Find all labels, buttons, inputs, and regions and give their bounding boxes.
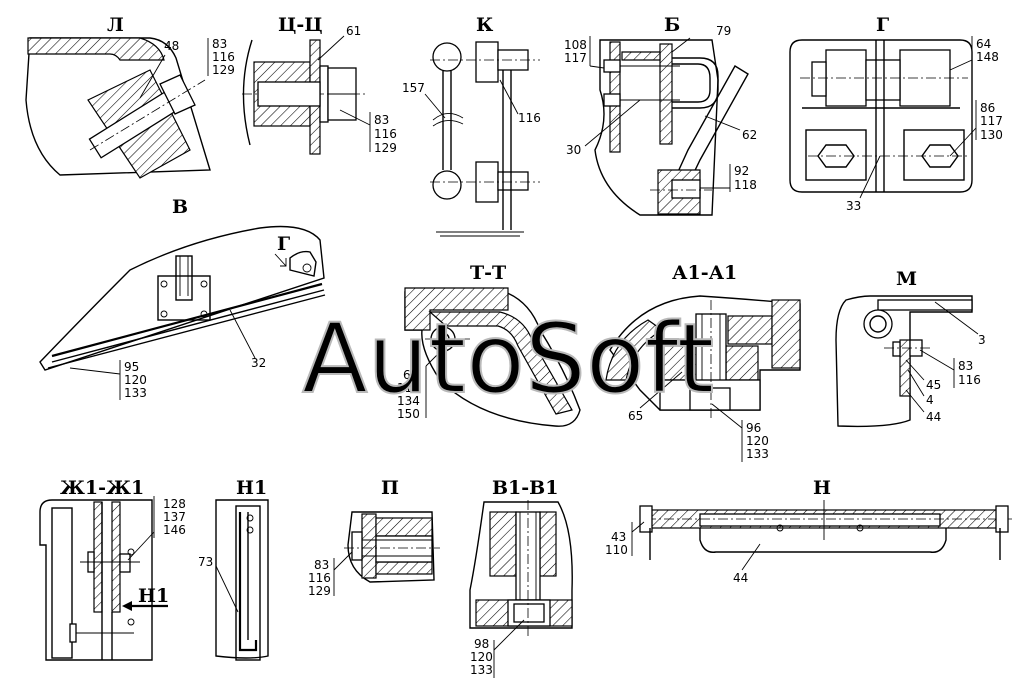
view-l-label-1: 83 bbox=[212, 37, 227, 51]
view-g-label-3: 117 bbox=[980, 114, 1003, 128]
view-p: П 83 116 129 bbox=[308, 477, 440, 598]
view-p-label-0: 83 bbox=[314, 558, 329, 572]
view-n: Н 43 110 44 bbox=[605, 477, 1012, 585]
view-v1-label-0: 98 bbox=[474, 637, 489, 651]
view-l-title: Л bbox=[107, 14, 124, 36]
view-a1: А1-А1 65 96 120 133 bbox=[605, 262, 801, 462]
view-m-label-0: 3 bbox=[978, 333, 986, 347]
view-k-label-0: 157 bbox=[402, 81, 425, 95]
view-v-pointer-g: Г bbox=[277, 233, 290, 255]
view-zh1-title: Ж1-Ж1 bbox=[60, 477, 144, 499]
view-n1: Н1 73 bbox=[198, 477, 269, 661]
view-a1-label-2: 120 bbox=[746, 434, 769, 448]
view-v-label-0: 32 bbox=[251, 356, 266, 370]
view-v-title: В bbox=[172, 196, 188, 218]
view-a1-label-0: 65 bbox=[628, 409, 643, 423]
view-cc-label-2: 116 bbox=[374, 127, 397, 141]
view-a1-label-1: 96 bbox=[746, 421, 761, 435]
view-v: В Г 32 95 120 133 bbox=[39, 196, 326, 400]
view-m-label-2: 116 bbox=[958, 373, 981, 387]
view-v-label-1: 95 bbox=[124, 360, 139, 374]
view-m-title: М bbox=[896, 268, 917, 290]
view-k-title: К bbox=[476, 14, 494, 36]
view-cc-label-1: 83 bbox=[374, 113, 389, 127]
view-cc: Ц-Ц 61 83 116 129 bbox=[242, 14, 397, 155]
view-tt-label-2: 134 bbox=[397, 394, 420, 408]
view-v1-label-1: 120 bbox=[470, 650, 493, 664]
view-n-label-1: 110 bbox=[605, 543, 628, 557]
view-zh1-pointer-n1: Н1 bbox=[138, 585, 169, 607]
view-v1-title: В1-В1 bbox=[492, 477, 558, 499]
view-n-title: Н bbox=[813, 477, 831, 499]
view-l-label-0: 48 bbox=[164, 39, 179, 53]
view-cc-label-0: 61 bbox=[346, 24, 361, 38]
view-zh1-label-2: 146 bbox=[163, 523, 186, 537]
view-n-label-2: 44 bbox=[733, 571, 748, 585]
view-a1-title: А1-А1 bbox=[672, 262, 737, 284]
view-m: М 3 83 116 45 4 44 bbox=[835, 268, 986, 428]
view-n1-label-0: 73 bbox=[198, 555, 213, 569]
view-l-label-2: 116 bbox=[212, 50, 235, 64]
view-zh1: Ж1-Ж1 128 137 146 Н1 bbox=[39, 477, 186, 661]
view-zh1-label-1: 137 bbox=[163, 510, 186, 524]
view-b-label-6: 118 bbox=[734, 178, 757, 192]
view-l: Л 48 83 116 129 bbox=[25, 14, 235, 179]
view-n-label-0: 43 bbox=[611, 530, 626, 544]
view-v1-label-2: 133 bbox=[470, 663, 493, 677]
view-g-label-4: 130 bbox=[980, 128, 1003, 142]
view-b-title: Б bbox=[664, 14, 680, 36]
view-p-label-2: 129 bbox=[308, 584, 331, 598]
view-k-label-1: 116 bbox=[518, 111, 541, 125]
view-g-label-5: 33 bbox=[846, 199, 861, 213]
view-tt-label-1: 112 bbox=[397, 381, 420, 395]
view-p-title: П bbox=[381, 477, 399, 499]
watermark: AutoSoft bbox=[302, 303, 714, 415]
view-m-label-4: 4 bbox=[926, 393, 934, 407]
view-p-label-1: 116 bbox=[308, 571, 331, 585]
view-m-label-5: 44 bbox=[926, 410, 941, 424]
view-b-label-3: 30 bbox=[566, 143, 581, 157]
view-n1-title: Н1 bbox=[236, 477, 267, 499]
view-b-label-5: 92 bbox=[734, 164, 749, 178]
view-b-label-4: 62 bbox=[742, 128, 757, 142]
view-l-label-3: 129 bbox=[212, 63, 235, 77]
view-g: Г 64 148 86 117 130 33 bbox=[789, 14, 1003, 213]
view-b-label-0: 79 bbox=[716, 24, 731, 38]
view-b: Б 79 108 117 30 62 92 118 bbox=[564, 14, 757, 216]
view-cc-title: Ц-Ц bbox=[278, 14, 323, 36]
view-v-label-3: 133 bbox=[124, 386, 147, 400]
view-tt-label-3: 150 bbox=[397, 407, 420, 421]
view-v1: В1-В1 98 120 133 bbox=[469, 477, 573, 678]
view-m-label-3: 45 bbox=[926, 378, 941, 392]
view-v-label-2: 120 bbox=[124, 373, 147, 387]
view-b-label-1: 108 bbox=[564, 38, 587, 52]
view-g-label-1: 148 bbox=[976, 50, 999, 64]
view-g-label-2: 86 bbox=[980, 101, 995, 115]
view-a1-label-3: 133 bbox=[746, 447, 769, 461]
view-tt-label-0: 63 bbox=[403, 368, 418, 382]
view-g-title: Г bbox=[876, 14, 889, 36]
view-b-label-2: 117 bbox=[564, 51, 587, 65]
view-m-label-1: 83 bbox=[958, 359, 973, 373]
view-zh1-label-0: 128 bbox=[163, 497, 186, 511]
view-tt: Т-Т 63 112 134 150 bbox=[397, 262, 581, 427]
view-g-label-0: 64 bbox=[976, 37, 991, 51]
view-k: К 157 116 bbox=[402, 14, 541, 237]
view-cc-label-3: 129 bbox=[374, 141, 397, 155]
view-tt-title: Т-Т bbox=[470, 262, 506, 284]
